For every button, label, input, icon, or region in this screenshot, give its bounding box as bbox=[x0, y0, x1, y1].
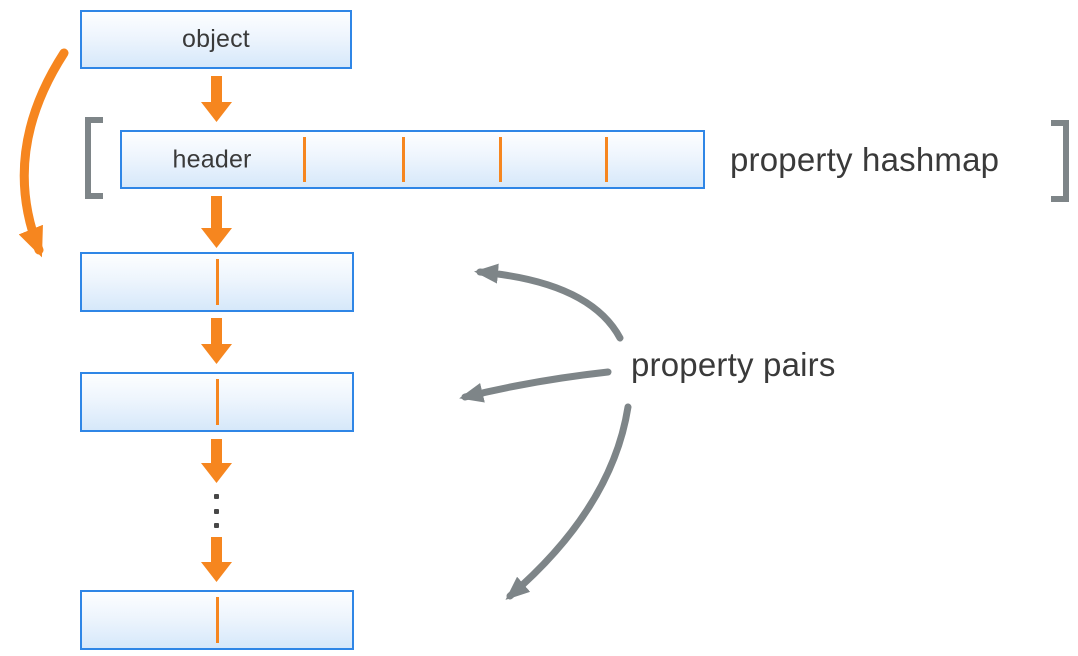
arrow-pairs-label-to-pair3-icon bbox=[505, 403, 632, 600]
property-hashmap-annotation: property hashmap bbox=[730, 141, 1000, 178]
arrow-hashmap-to-pair1-icon bbox=[201, 196, 232, 248]
arrow-object-to-hashmap-icon bbox=[201, 76, 232, 122]
arrow-ellipsis-to-pair3-icon bbox=[201, 537, 232, 582]
property-pair-node-2 bbox=[80, 372, 354, 432]
arrow-pairs-label-to-pair2-icon bbox=[459, 368, 612, 403]
arrow-pair1-to-pair2-icon bbox=[201, 318, 232, 364]
pair-divider bbox=[215, 259, 219, 305]
hashmap-header-cell-label: header bbox=[172, 145, 252, 173]
arrow-pairs-label-to-pair1-icon bbox=[474, 263, 624, 342]
property-pair-node-3 bbox=[80, 590, 354, 650]
left-bracket-icon bbox=[85, 117, 103, 199]
arrow-object-to-pair1-curved-icon bbox=[18, 48, 69, 258]
pair-divider bbox=[215, 597, 219, 643]
hashmap-slot-divider bbox=[303, 137, 307, 182]
property-hashmap-node: header bbox=[120, 130, 705, 189]
hashmap-slot-divider bbox=[402, 137, 406, 182]
object-node-label: object bbox=[182, 25, 250, 53]
right-bracket-icon bbox=[1051, 120, 1069, 202]
property-pairs-annotation: property pairs bbox=[631, 346, 836, 383]
ellipsis-dots-icon bbox=[214, 494, 219, 528]
hashmap-slot-divider bbox=[604, 137, 608, 182]
property-pair-node-1 bbox=[80, 252, 354, 312]
hashmap-slot-divider bbox=[499, 137, 503, 182]
arrow-pair2-to-ellipsis-icon bbox=[201, 439, 232, 483]
pair-divider bbox=[215, 379, 219, 425]
object-node: object bbox=[80, 10, 352, 69]
